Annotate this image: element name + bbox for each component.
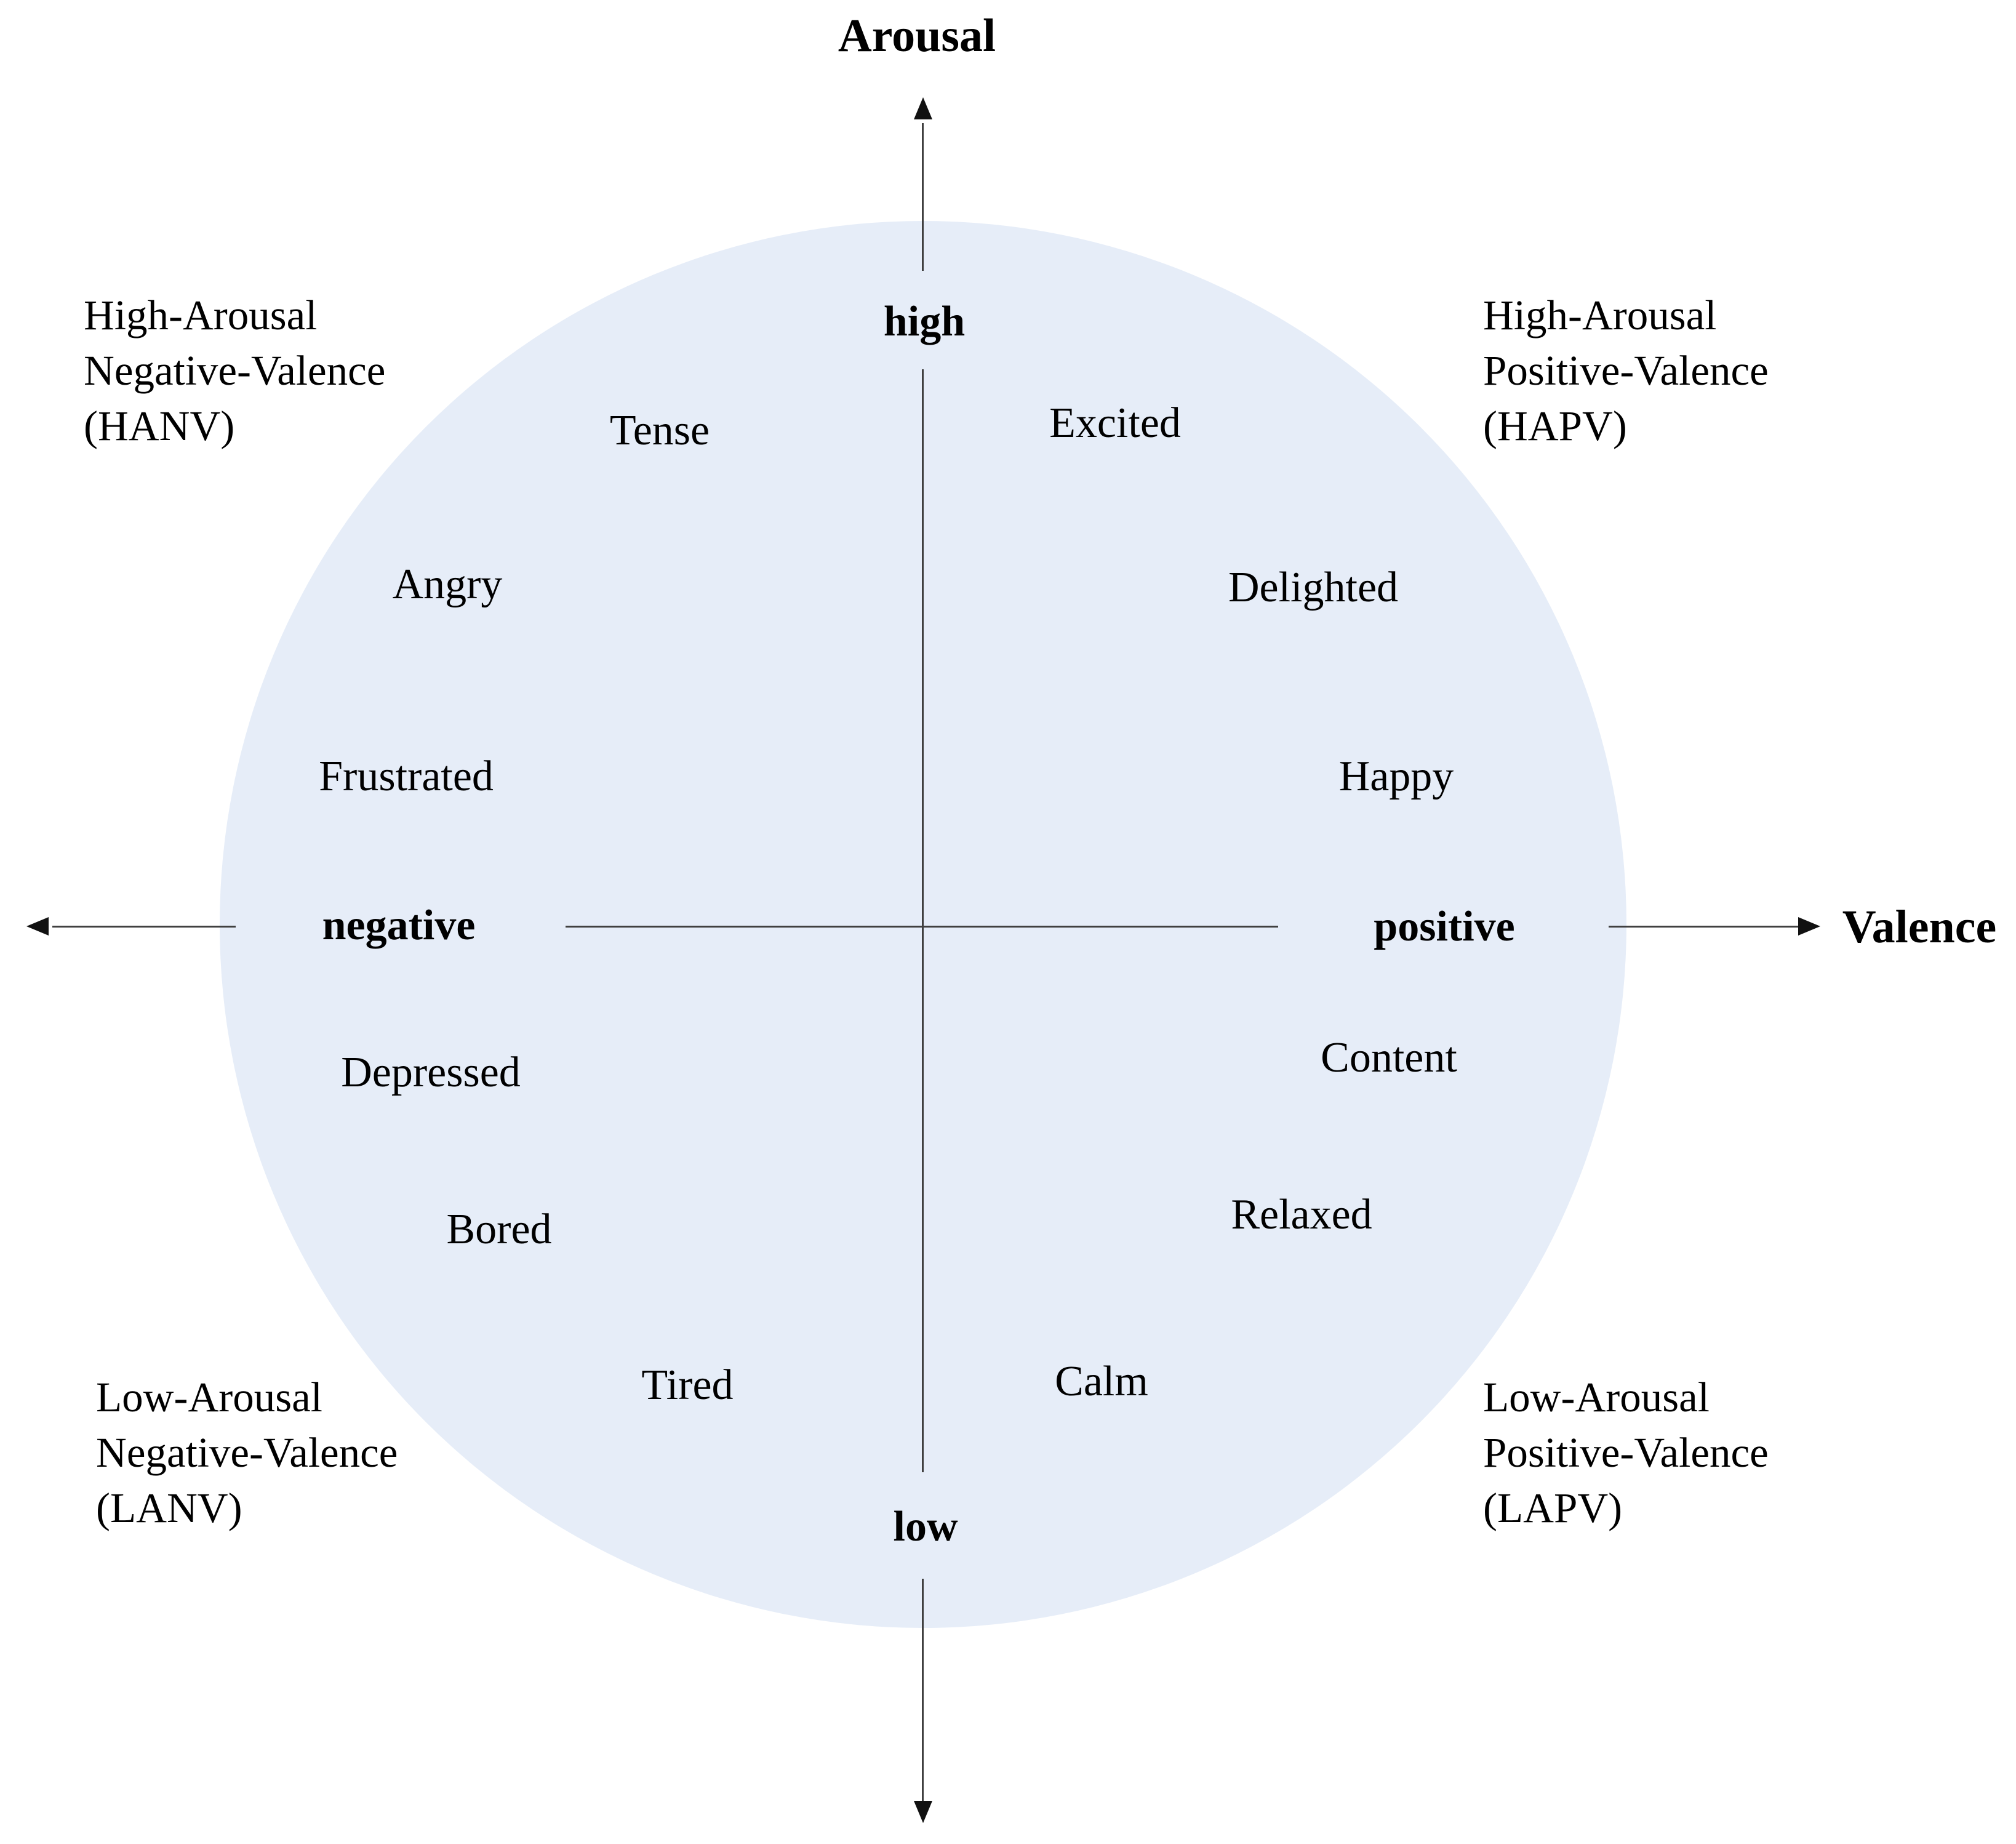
arousal-axis-up-arrowhead-icon — [914, 97, 932, 119]
lanv-line3: (LANV) — [96, 1485, 242, 1531]
emotion-bored: Bored — [446, 1206, 552, 1253]
lapv-line1: Low-Arousal — [1483, 1374, 1710, 1421]
valence-axis-line-middle — [566, 926, 1278, 928]
lanv-line2: Negative-Valence — [96, 1429, 398, 1476]
hanv-line2: Negative-Valence — [84, 347, 386, 394]
arousal-axis-title: Arousal — [838, 10, 996, 62]
emotion-tense: Tense — [609, 407, 710, 454]
emotion-tired: Tired — [641, 1361, 734, 1409]
emotion-happy: Happy — [1338, 753, 1454, 800]
arousal-axis-line-bottom — [922, 1579, 924, 1803]
valence-negative-label: negative — [322, 902, 476, 949]
quadrant-label-lanv: Low-Arousal Negative-Valence (LANV) — [96, 1369, 398, 1536]
valence-axis-line-left — [52, 926, 236, 928]
hanv-line3: (HANV) — [84, 403, 235, 449]
valence-positive-label: positive — [1374, 903, 1515, 950]
arousal-axis-down-arrowhead-icon — [914, 1801, 932, 1823]
hapv-line2: Positive-Valence — [1483, 347, 1769, 394]
lanv-line1: Low-Arousal — [96, 1374, 322, 1421]
emotion-angry: Angry — [392, 561, 503, 608]
hanv-line1: High-Arousal — [84, 292, 318, 339]
arousal-high-label: high — [883, 298, 966, 345]
emotion-delighted: Delighted — [1228, 564, 1399, 611]
hapv-line1: High-Arousal — [1483, 292, 1717, 339]
arousal-low-label: low — [893, 1503, 958, 1550]
emotion-depressed: Depressed — [341, 1049, 521, 1096]
valence-axis-right-arrowhead-icon — [1798, 917, 1820, 936]
lapv-line3: (LAPV) — [1483, 1485, 1623, 1531]
hapv-line3: (HAPV) — [1483, 403, 1627, 449]
emotion-frustrated: Frustrated — [319, 753, 494, 800]
emotion-excited: Excited — [1049, 399, 1181, 447]
valence-axis-title: Valence — [1842, 901, 1997, 953]
emotion-relaxed: Relaxed — [1231, 1191, 1372, 1238]
emotion-content: Content — [1321, 1034, 1457, 1081]
valence-axis-left-arrowhead-icon — [26, 917, 49, 936]
quadrant-label-hanv: High-Arousal Negative-Valence (HANV) — [84, 287, 385, 454]
quadrant-label-hapv: High-Arousal Positive-Valence (HAPV) — [1483, 287, 1769, 454]
lapv-line2: Positive-Valence — [1483, 1429, 1769, 1476]
emotion-calm: Calm — [1055, 1358, 1148, 1405]
quadrant-label-lapv: Low-Arousal Positive-Valence (LAPV) — [1483, 1369, 1769, 1536]
arousal-axis-line-middle — [922, 369, 924, 1472]
valence-axis-line-right — [1609, 926, 1799, 928]
arousal-axis-line-top — [922, 123, 924, 271]
